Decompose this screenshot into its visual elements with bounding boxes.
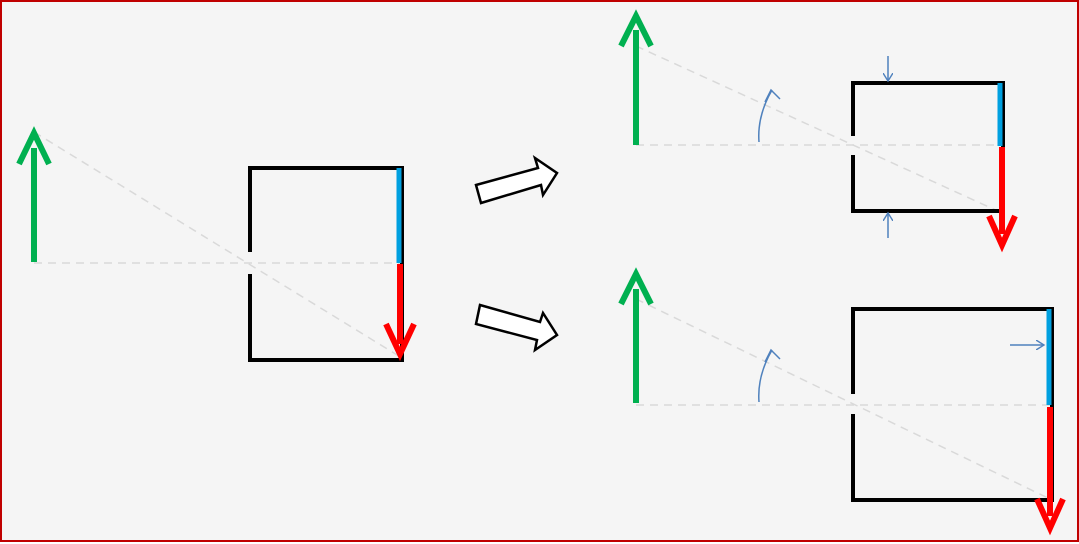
chief-ray bbox=[635, 45, 1003, 214]
field-of-view-angle-icon bbox=[758, 349, 773, 403]
field-of-view-angle-icon bbox=[758, 89, 773, 143]
angle-arrowhead-icon bbox=[764, 88, 781, 103]
hollow-right-arrow-icon bbox=[474, 154, 559, 205]
chief-ray bbox=[635, 298, 1051, 500]
hollow-right-arrow-icon bbox=[474, 303, 559, 353]
camera-box bbox=[248, 166, 404, 362]
object-arrow-icon bbox=[618, 9, 654, 145]
image-arrow-icon bbox=[1034, 407, 1066, 536]
image-arrow-icon bbox=[986, 147, 1018, 253]
camera-box bbox=[851, 307, 1054, 502]
setup-longer-focal-length bbox=[618, 267, 1066, 536]
image-arrow-icon bbox=[383, 264, 417, 362]
chief-ray bbox=[33, 131, 403, 359]
setup-original bbox=[16, 126, 417, 362]
object-arrow-icon bbox=[618, 267, 654, 403]
object-arrow-icon bbox=[16, 126, 52, 262]
angle-arrowhead-icon bbox=[764, 348, 781, 363]
camera-box bbox=[851, 81, 1005, 213]
setup-smaller-sensor bbox=[618, 9, 1018, 253]
